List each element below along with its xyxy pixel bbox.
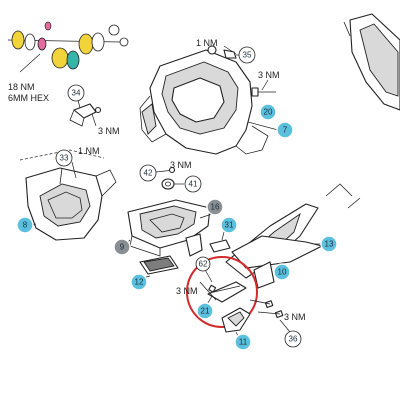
svg-text:10: 10	[278, 268, 287, 277]
callout-41: 41	[184, 175, 202, 193]
svg-text:31: 31	[225, 221, 234, 230]
svg-text:7: 7	[283, 126, 288, 135]
callout-31: 31	[220, 216, 238, 234]
callout-36: 36	[284, 330, 302, 348]
highlight-region	[199, 267, 247, 307]
washer-41	[161, 178, 184, 190]
callout-8: 8	[16, 216, 34, 234]
screws-36	[249, 299, 291, 333]
torque-label-1nm-33: 1 NM	[78, 146, 100, 156]
callout-42: 42	[139, 164, 157, 182]
torque-label-3nm-42: 3 NM	[170, 160, 192, 170]
torque-label-3nm-36: 3 NM	[284, 312, 306, 322]
torque-label-6mm-hex: 6MM HEX	[8, 93, 49, 103]
part-13-blade	[225, 203, 324, 279]
part-7-housing	[139, 45, 269, 155]
svg-text:13: 13	[325, 240, 334, 249]
callout-11: 11	[234, 333, 252, 351]
right-edge-part-top	[343, 13, 400, 111]
svg-text:33: 33	[60, 154, 69, 163]
svg-text:16: 16	[211, 203, 220, 212]
callout-7: 7	[276, 121, 294, 139]
part-8-cover	[19, 149, 117, 241]
callout-33: 33	[55, 149, 73, 167]
screw-35	[223, 49, 239, 59]
svg-text:11: 11	[239, 338, 248, 347]
torque-label-3nm-34: 3 NM	[98, 126, 120, 136]
svg-text:8: 8	[23, 221, 28, 230]
highlight-circle	[186, 256, 258, 328]
callout-20: 20	[259, 103, 277, 121]
part-12-pad	[139, 255, 179, 279]
callout-13: 13	[320, 235, 338, 253]
svg-text:34: 34	[72, 89, 81, 98]
connector-31	[209, 231, 231, 253]
hardware-stack	[7, 21, 129, 73]
callout-21: 21	[196, 302, 214, 320]
callout-10: 10	[273, 263, 291, 281]
svg-text:41: 41	[189, 180, 198, 189]
callout-12: 12	[130, 273, 148, 291]
callout-35: 35	[238, 46, 256, 64]
part-16-module	[127, 199, 211, 257]
right-edge-part-mid	[325, 183, 361, 209]
callout-62: 62	[195, 256, 211, 272]
svg-text:20: 20	[264, 108, 273, 117]
bolt-20	[251, 79, 276, 97]
bracket-34	[69, 99, 102, 127]
torque-label-3nm-21: 3 NM	[176, 286, 198, 296]
svg-text:12: 12	[135, 278, 144, 287]
svg-text:62: 62	[199, 260, 208, 269]
torque-label-18nm: 18 NM	[8, 82, 35, 92]
svg-text:36: 36	[289, 335, 298, 344]
torque-label-1nm-top: 1 NM	[196, 38, 218, 48]
part-11-foot	[221, 307, 251, 341]
torque-label-3nm-top: 3 NM	[258, 70, 280, 80]
screw-42	[155, 166, 176, 174]
callout-16: 16	[206, 198, 224, 216]
svg-text:21: 21	[201, 307, 210, 316]
svg-text:35: 35	[243, 51, 252, 60]
callout-9: 9	[113, 238, 131, 256]
callout-34: 34	[67, 84, 85, 102]
svg-text:9: 9	[120, 243, 125, 252]
svg-text:42: 42	[144, 169, 153, 178]
